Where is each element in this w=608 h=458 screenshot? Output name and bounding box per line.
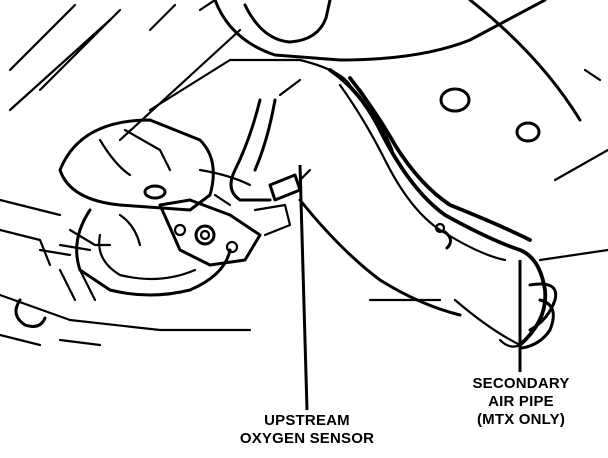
secondary-air-pipe [328, 68, 558, 350]
oxygen-sensor [198, 78, 312, 237]
secondary-label-line3: (MTX ONLY) [476, 411, 566, 428]
crossmember-outline [148, 0, 547, 112]
flange-bracket [68, 198, 262, 267]
floor-lines [0, 198, 462, 347]
frame-rail-lines [8, 0, 242, 142]
secondary-label-line2: AIR PIPE [488, 393, 554, 410]
upstream-oxygen-sensor-label: UPSTREAM OXYGEN SENSOR [212, 412, 402, 448]
secondary-label-line1: SECONDARY [472, 375, 570, 392]
upstream-label-line1: UPSTREAM [264, 412, 350, 429]
upstream-label-line2: OXYGEN SENSOR [239, 430, 375, 447]
upstream-leader-line [298, 164, 309, 411]
secondary-air-pipe-label: SECONDARY AIR PIPE (MTX ONLY) [436, 375, 606, 429]
right-panel [439, 0, 608, 262]
exhaust-manifold [14, 118, 232, 328]
